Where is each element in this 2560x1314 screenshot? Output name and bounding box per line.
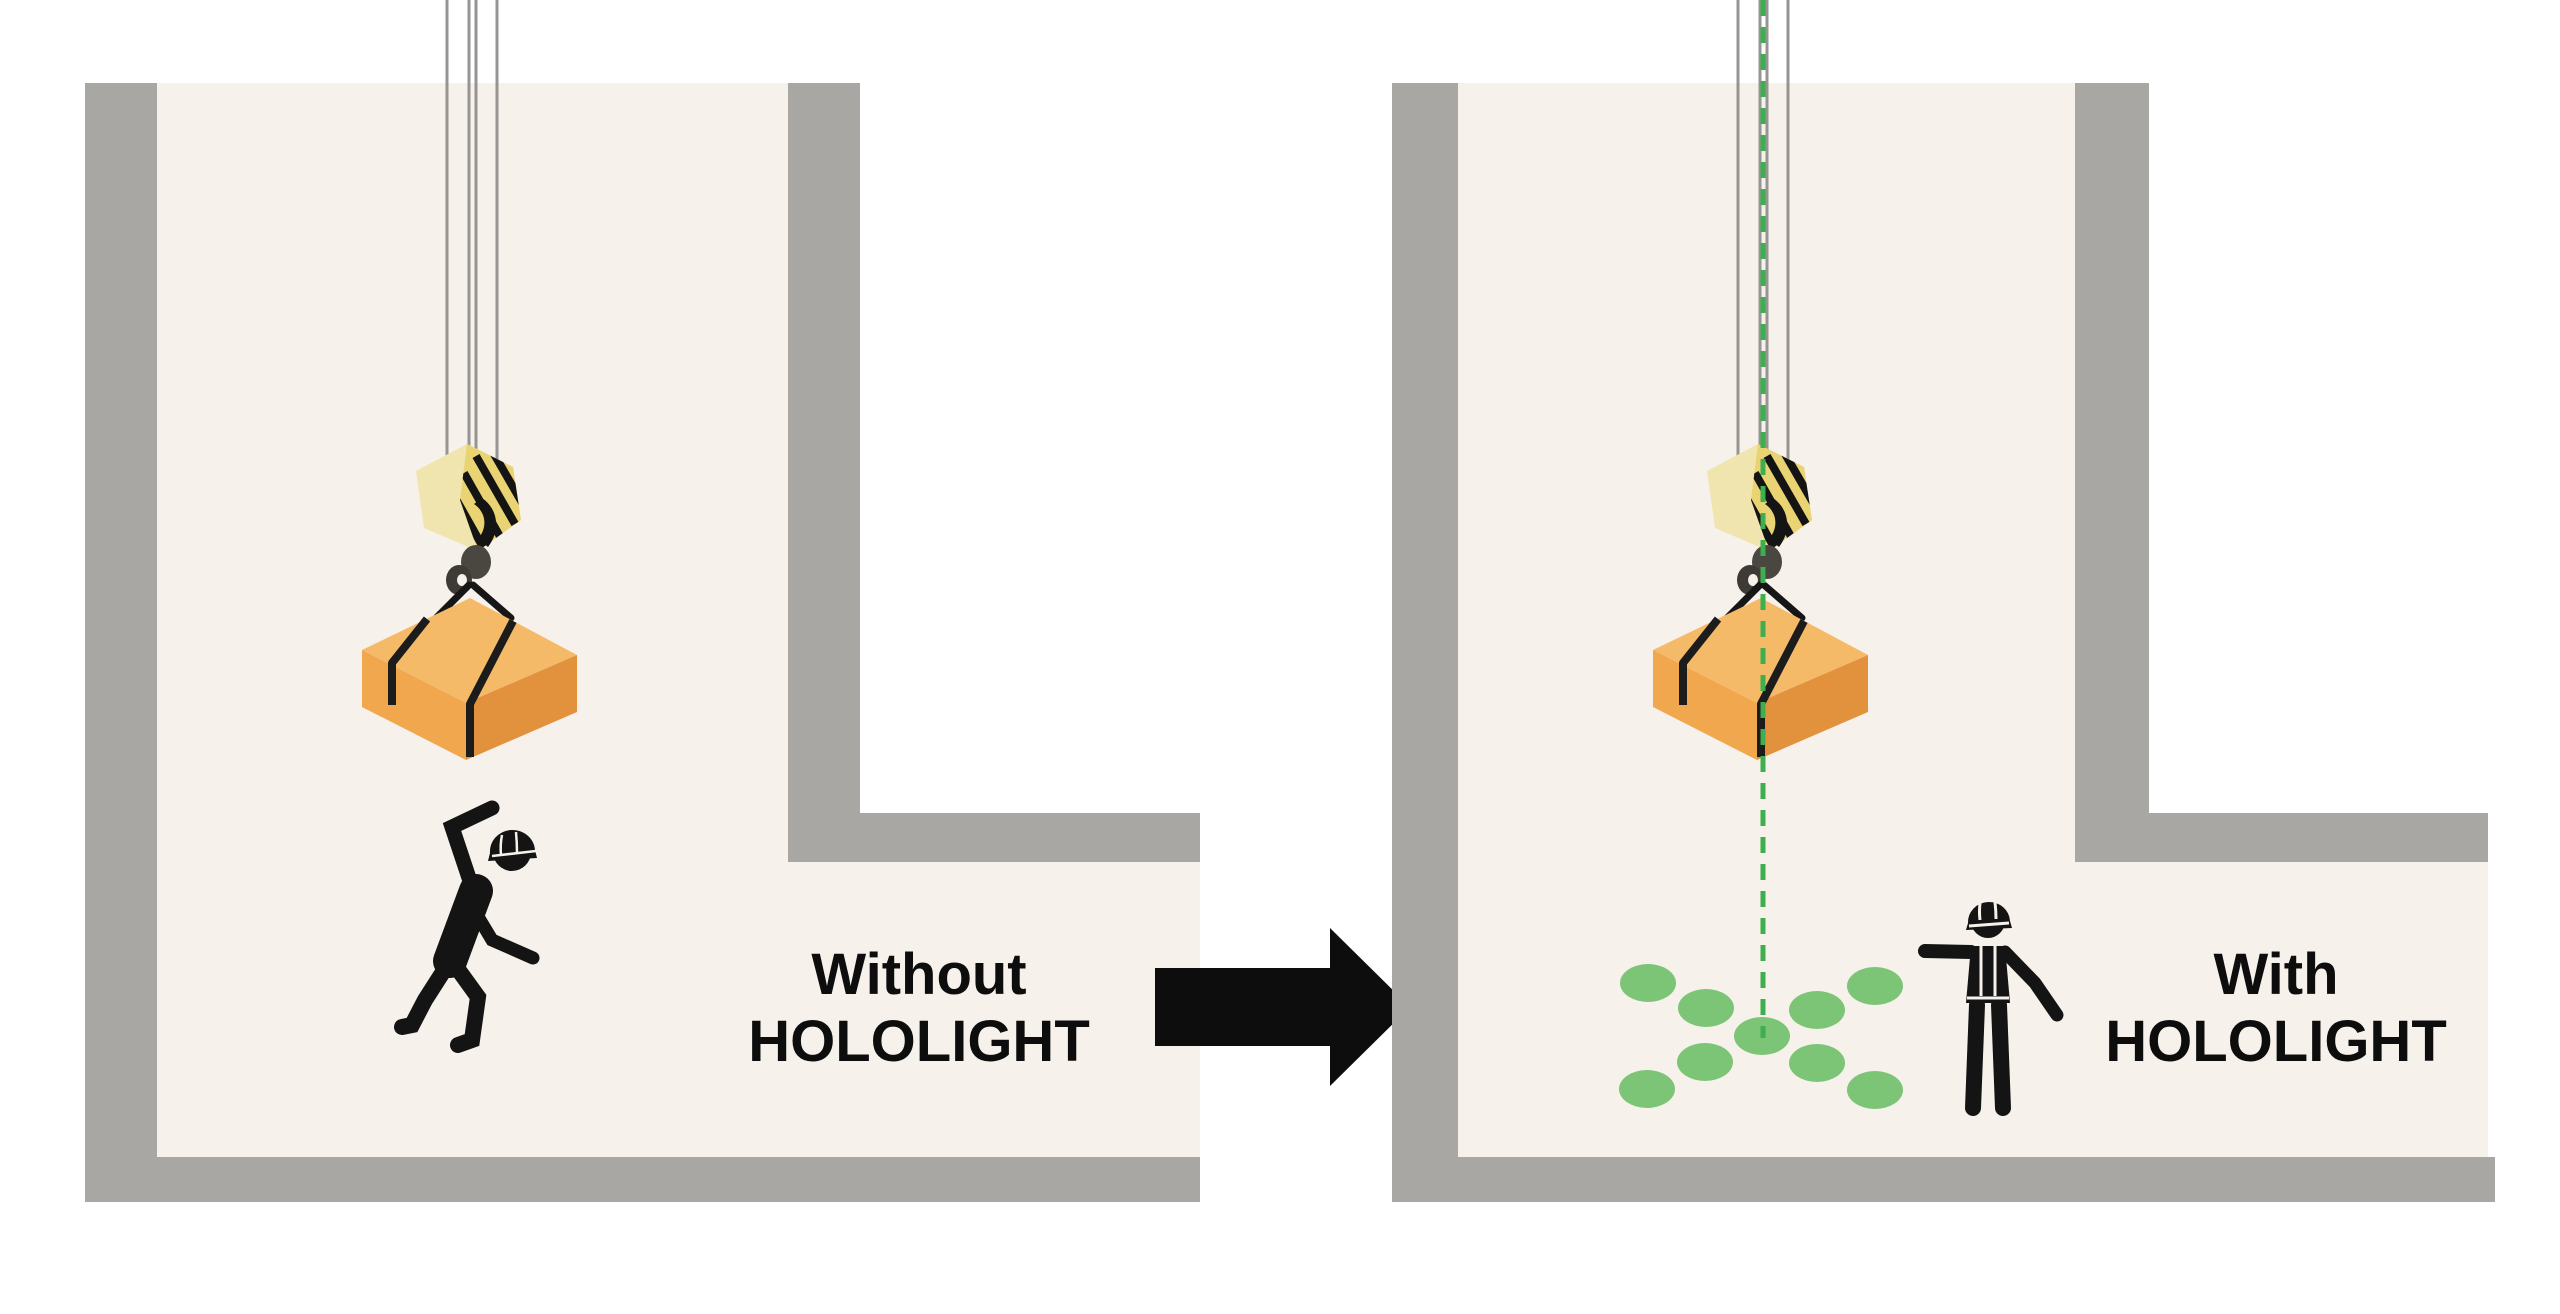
projection-dot <box>1847 967 1903 1005</box>
right-room-inner-wall <box>2075 83 2149 813</box>
right-room-floor-wall <box>1392 1157 2495 1202</box>
projection-dot <box>1619 1070 1675 1108</box>
startled-worker-icon <box>394 800 540 1053</box>
left-caption-line1: Without <box>811 942 1027 1007</box>
laser-projection-line <box>1760 0 1766 1038</box>
transition-arrow-icon <box>1155 928 1410 1086</box>
projection-dot <box>1789 991 1845 1029</box>
right-caption-line2: HOLOLIGHT <box>2105 1009 2447 1074</box>
right-caption: With HOLOLIGHT <box>2016 941 2536 1075</box>
projection-dot <box>1789 1044 1845 1082</box>
left-room-step-wall <box>788 813 1200 862</box>
right-room-outer-wall <box>1392 83 1458 1202</box>
projection-dot <box>1677 1043 1733 1081</box>
projection-dot <box>1847 1071 1903 1109</box>
left-room-interior-bay <box>157 862 1200 1157</box>
left-caption-line2: HOLOLIGHT <box>748 1009 1090 1074</box>
left-caption: Without HOLOLIGHT <box>659 941 1179 1075</box>
crane-hook-assembly-left <box>352 0 592 775</box>
left-room-inner-wall <box>788 83 860 813</box>
signaling-worker-icon <box>1918 901 2064 1116</box>
left-room-floor-wall <box>85 1157 1200 1202</box>
left-room-outer-wall <box>85 83 157 1202</box>
right-caption-line1: With <box>2213 942 2339 1007</box>
projection-dot <box>1620 964 1676 1002</box>
projection-dot <box>1678 989 1734 1027</box>
right-room-step-wall <box>2075 813 2488 862</box>
